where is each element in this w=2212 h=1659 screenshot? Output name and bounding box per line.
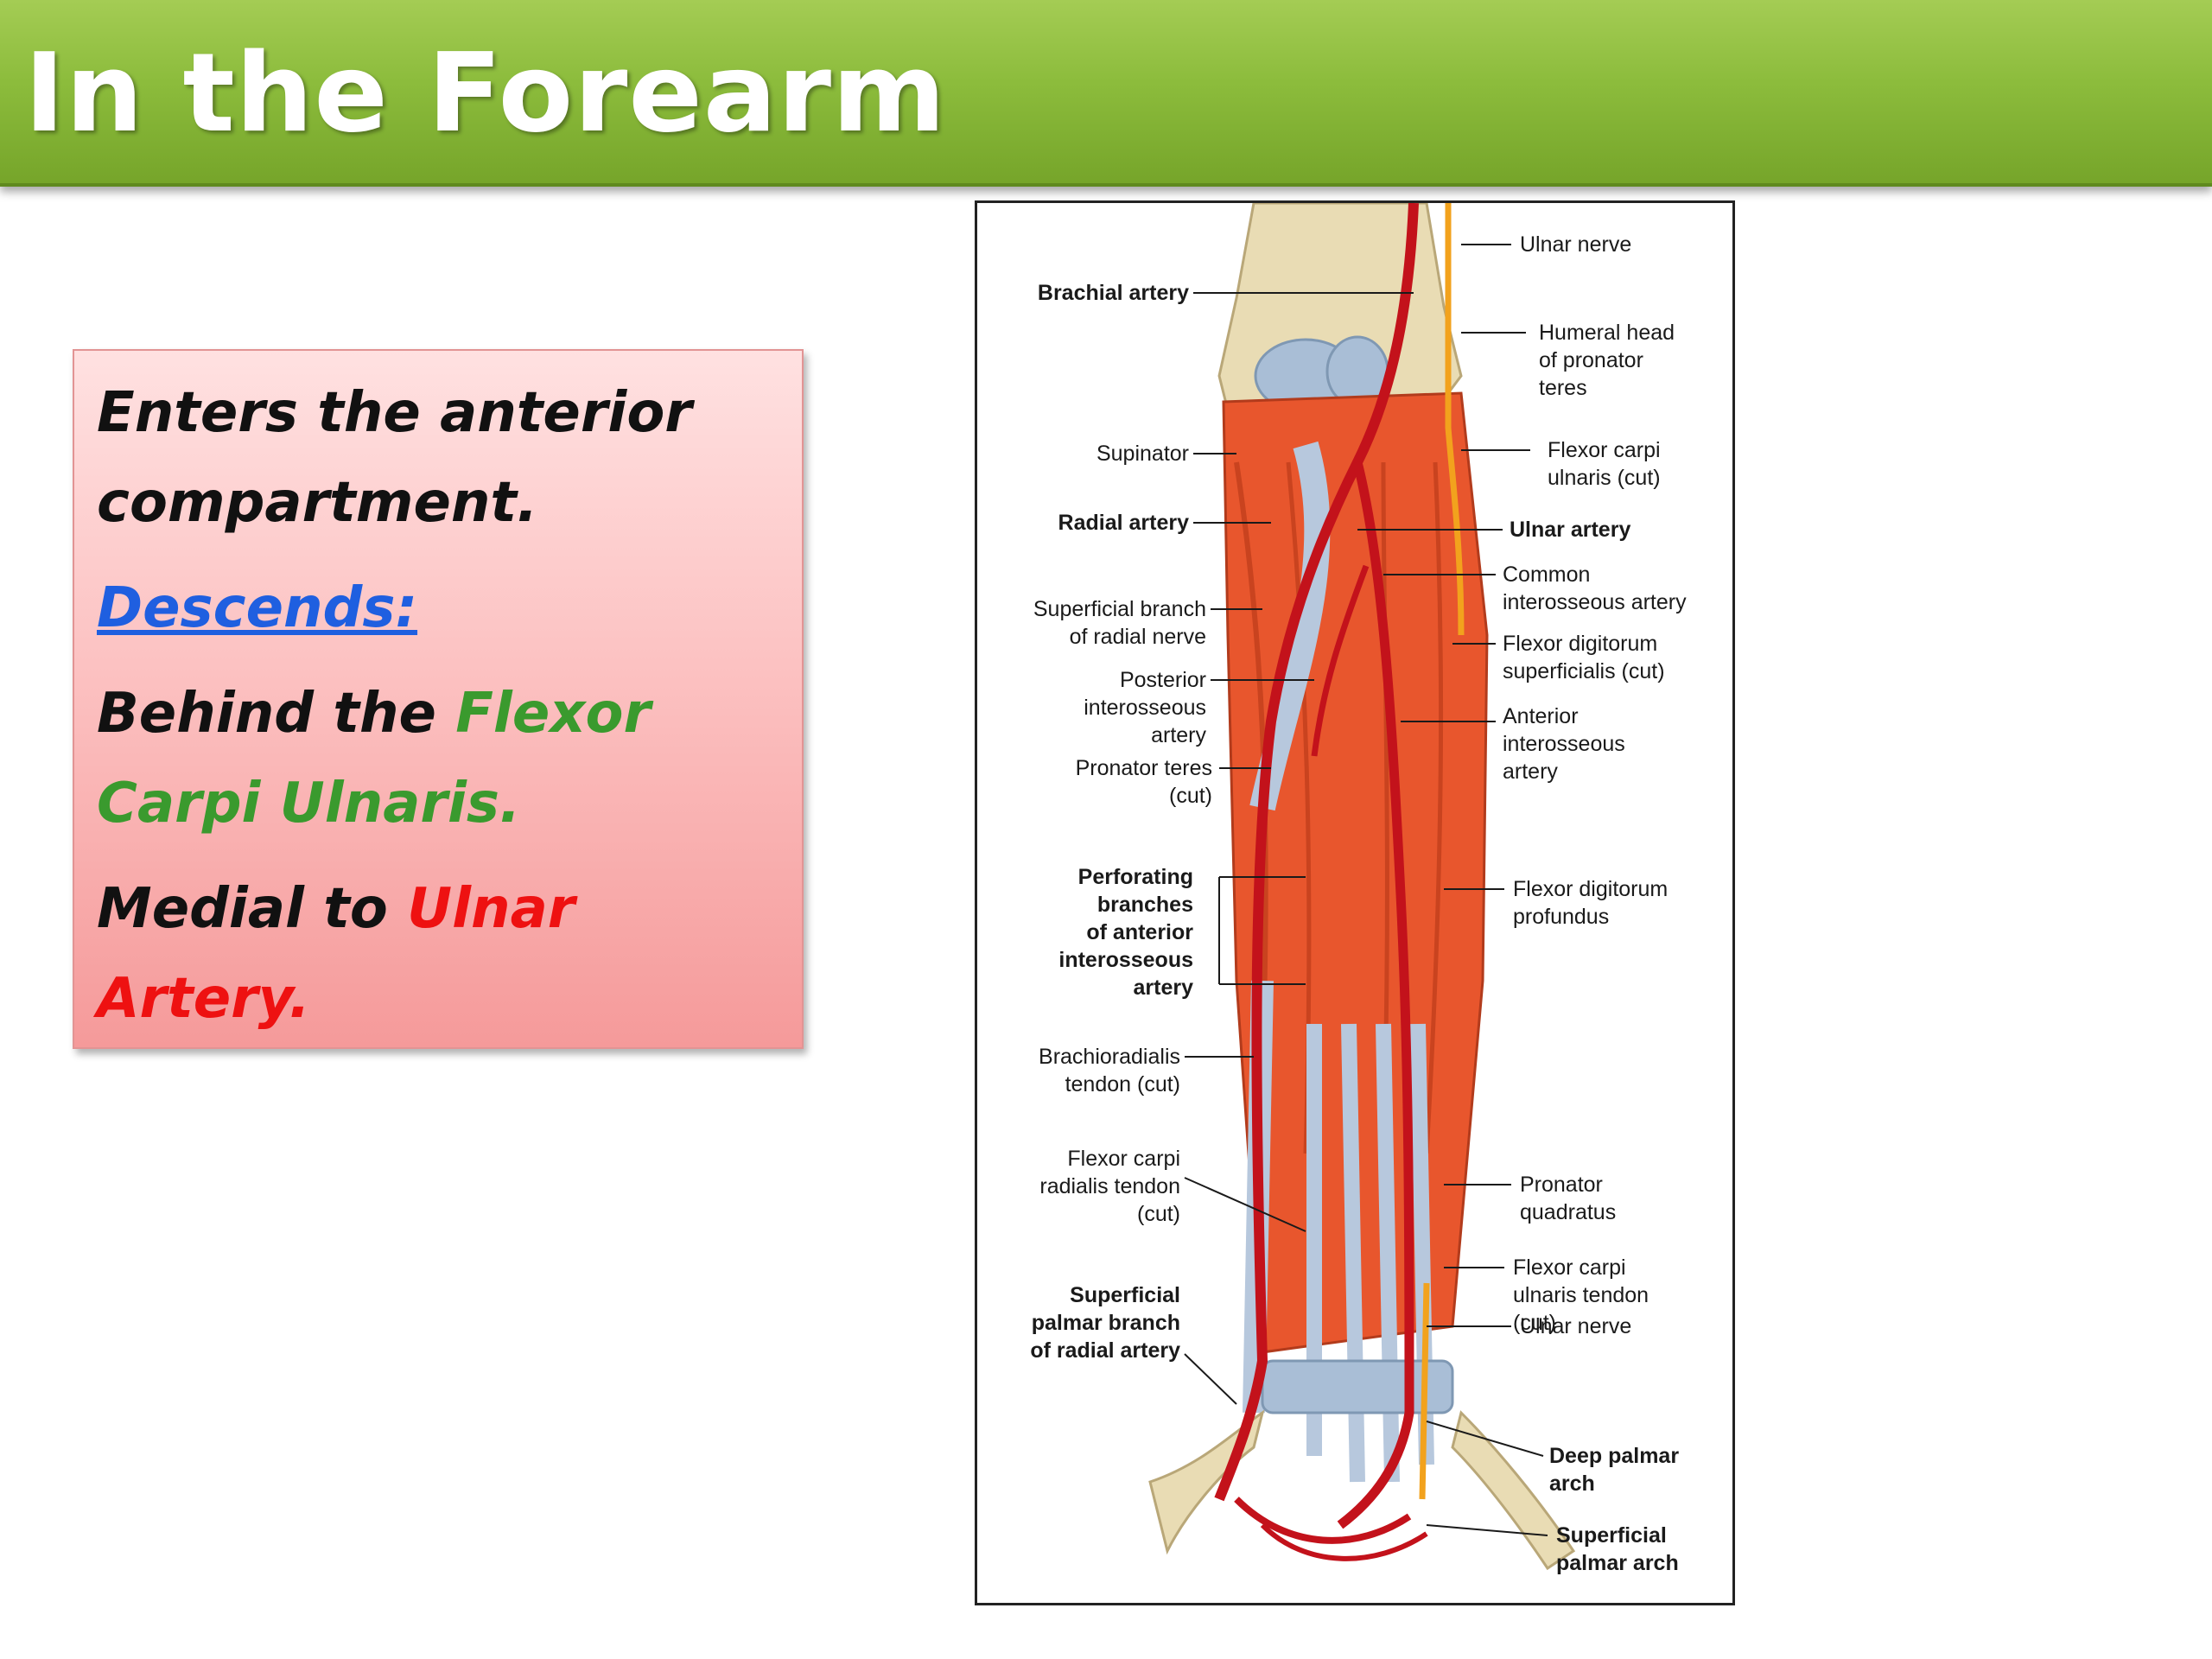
label-fdp: Flexor digitorum profundus xyxy=(1513,877,1669,929)
label-supinator: Supinator xyxy=(1096,442,1189,466)
label-brachial-artery: Brachial artery xyxy=(1037,281,1189,305)
flexor-carpi-ulnaris-text: Flexor Carpi Ulnaris. xyxy=(97,682,652,836)
label-fds-cut: Flexor digitorum superficialis (cut) xyxy=(1503,632,1665,683)
label-ulnar-artery: Ulnar artery xyxy=(1510,518,1631,542)
label-superficial-branch-radial-nerve: Superficial branch of radial nerve xyxy=(1033,597,1206,649)
label-flexor-carpi-ulnaris-cut: Flexor carpi ulnaris (cut) xyxy=(1548,438,1661,490)
info-line-enters: Enters the anterior compartment. xyxy=(97,368,779,548)
slide-title: In the Forearm xyxy=(24,29,947,156)
label-deep-palmar-arch: Deep palmar arch xyxy=(1549,1444,1680,1496)
title-bar: In the Forearm xyxy=(0,0,2212,187)
label-ulnar-nerve-bottom: Ulnar nerve xyxy=(1520,1314,1632,1338)
ulnar-artery-text: Ulnar Artery. xyxy=(97,877,575,1031)
label-radial-artery: Radial artery xyxy=(1058,511,1189,535)
label-pronator-teres-cut: Pronator teres (cut) xyxy=(1075,756,1212,808)
label-ulnar-nerve-top: Ulnar nerve xyxy=(1520,232,1632,257)
info-line-behind: Behind the Flexor Carpi Ulnaris. xyxy=(97,669,779,849)
label-perforating-branches: Perforating branches of anterior interos… xyxy=(1058,865,1193,1000)
label-superficial-palmar-branch: Superficial palmar branch of radial arte… xyxy=(1030,1283,1180,1363)
label-posterior-interosseous: Posterior interosseous artery xyxy=(1084,668,1206,747)
label-flexor-carpi-radialis-tendon: Flexor carpi radialis tendon (cut) xyxy=(1039,1147,1180,1226)
forearm-anatomy-figure: Ulnar nerve Brachial artery Humeral head… xyxy=(975,200,1735,1605)
label-pronator-quadratus: Pronator quadratus xyxy=(1520,1173,1617,1224)
label-superficial-palmar-arch: Superficial palmar arch xyxy=(1556,1523,1679,1575)
info-line-medial: Medial to Ulnar Artery. xyxy=(97,864,779,1044)
behind-prefix: Behind the xyxy=(97,682,456,746)
descends-link[interactable]: Descends: xyxy=(97,576,418,640)
enters-text: Enters the anterior compartment. xyxy=(97,381,692,535)
forearm-illustration xyxy=(1148,203,1576,1571)
info-line-descends: Descends: xyxy=(97,563,779,653)
label-common-interosseous: Common interosseous artery xyxy=(1503,563,1687,614)
label-brachioradialis-tendon: Brachioradialis tendon (cut) xyxy=(1039,1045,1180,1096)
medial-prefix: Medial to xyxy=(97,877,408,941)
label-humeral-head: Humeral head of pronator teres xyxy=(1539,321,1675,400)
info-box: Enters the anterior compartment. Descend… xyxy=(73,349,804,1049)
label-anterior-interosseous: Anterior interosseous artery xyxy=(1503,704,1625,784)
label-fcu-tendon: Flexor carpi ulnaris tendon (cut) xyxy=(1513,1255,1649,1335)
